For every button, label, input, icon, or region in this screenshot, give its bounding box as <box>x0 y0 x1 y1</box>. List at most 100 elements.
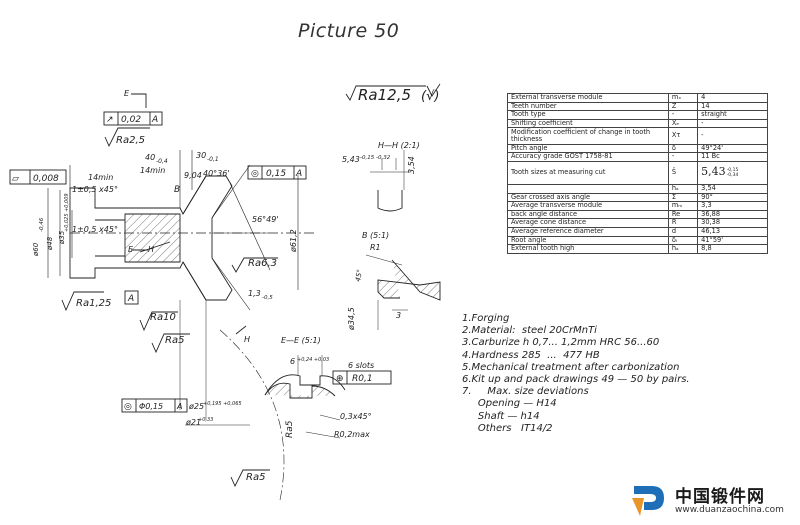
position-icon: ⊕ <box>336 374 344 384</box>
table-cell-symbol: δ <box>667 143 699 154</box>
table-cell-symbol: δᵢ <box>667 235 699 246</box>
table-cell-value: 90° <box>697 192 768 203</box>
table-cell-name: External transverse module <box>507 93 669 103</box>
d60-label: ø60 <box>32 242 40 257</box>
flatness-value: 0,008 <box>33 174 59 184</box>
bot-d21: ø21 <box>185 418 201 427</box>
table-cell-symbol: Ŝ <box>667 161 699 186</box>
hh-dim-5-43-tol: -0,15 -0,32 <box>360 155 391 161</box>
ee-dim-6: 6 <box>290 357 295 366</box>
table-cell-value: 8,8 <box>697 244 768 254</box>
section-e-label: E <box>124 89 130 98</box>
bot-frame-datum: A <box>176 402 182 411</box>
table-cell-symbol: hₐ <box>667 184 699 194</box>
frame-runout-datum: A <box>151 115 158 125</box>
chamfer-1: 1±0,5 x45° <box>72 185 118 194</box>
runout-right-value: 0,15 <box>266 169 286 179</box>
ee-dim-6-tol: +0,24 +0,03 <box>297 357 329 363</box>
runout-right-datum: A <box>295 169 302 179</box>
section-hh-label: H—H (2:1) <box>378 141 420 150</box>
main-section-view <box>47 150 315 311</box>
table-cell-name: Shifting coefficient <box>507 118 669 129</box>
table-cell-name: Modification coefficient of change in to… <box>507 127 669 145</box>
tooth-tol-lower: -0,34 <box>726 173 739 179</box>
ee-ra5: Ra5 <box>285 420 295 438</box>
note-line: 1.Forging <box>462 313 510 324</box>
dim-9-04: 9,04 <box>184 171 202 180</box>
logo-url: www.duanzaochina.com <box>675 505 784 515</box>
table-cell-name: Root angle <box>507 235 669 246</box>
label-h-bottom: H <box>244 335 250 344</box>
d48-label: ø48 <box>46 236 54 251</box>
label-h-left: H <box>148 245 154 254</box>
table-cell-symbol: Xτ <box>667 127 699 145</box>
frame-flatness <box>9 169 67 185</box>
ra-10-label: Ra10 <box>150 312 176 323</box>
section-b <box>365 254 441 330</box>
table-row: Modification coefficient of change in to… <box>507 127 768 145</box>
table-row: Tooth type-straight <box>507 110 768 120</box>
table-cell-symbol: Σ <box>667 192 699 203</box>
d35-tol: +0,025 +0,009 <box>64 193 70 232</box>
tooth-size-tol: -0,15-0,34 <box>727 168 739 178</box>
note-line: 7. Max. size deviations <box>462 386 589 398</box>
ee-pos-value: R0,1 <box>352 374 373 384</box>
d35-label: ø35 <box>58 230 66 245</box>
b-3: 3 <box>396 311 401 320</box>
dim-40-tol: -0,4 <box>156 158 168 165</box>
table-cell-value: - <box>697 127 768 145</box>
table-cell-name: Tooth sizes at measuring cut <box>507 161 669 186</box>
table-cell-name: Tooth type <box>507 110 669 120</box>
table-row: Accuracy grade GOST 1758-81-11 Bc <box>507 152 768 163</box>
table-cell-symbol: hₐ <box>667 244 699 254</box>
frame-runout-top <box>103 111 163 126</box>
flatness-symbol: ▱ <box>12 174 19 184</box>
section-b-label: B (5:1) <box>362 231 389 240</box>
runout-symbol-bottom: ◎ <box>124 402 132 412</box>
hh-dim-5-43: 5,43 <box>342 155 360 164</box>
table-cell-name: Average transverse module <box>507 201 669 211</box>
ee-ra5-bottom: Ra5 <box>246 472 265 483</box>
section-ee <box>219 329 346 501</box>
table-cell-name: Teeth number <box>507 101 669 112</box>
runout-symbol: ↗ <box>106 115 114 125</box>
ra-5-label: Ra5 <box>165 335 184 346</box>
section-ee-label: E—E (5:1) <box>281 336 321 345</box>
tooth-tol-upper: -0,15 <box>726 168 739 174</box>
frame-bottom <box>121 398 188 413</box>
table-cell-value: 4 <box>697 93 768 103</box>
b-45: 45° <box>354 269 364 283</box>
section-hh <box>370 150 410 212</box>
frame-ee <box>332 370 392 385</box>
site-logo: 中国锻件网 www.duanzaochina.com <box>630 478 800 523</box>
table-cell-name: Average reference diameter <box>507 227 669 237</box>
table-cell-value: 5,43-0,15-0,34 <box>697 161 768 186</box>
bot-frame-value: Φ0,15 <box>139 402 163 411</box>
table-cell-symbol: - <box>667 152 699 163</box>
note-line: 3.Carburize h 0,7... 1,2mm HRC 56...60 <box>462 337 660 349</box>
b-r1: R1 <box>370 243 381 252</box>
ra-2-5-label: Ra2,5 <box>116 135 145 146</box>
dim-30-tol: -0,1 <box>207 156 219 163</box>
ra-1-25-label: Ra1,25 <box>76 298 111 309</box>
note-line: 2.Material: steel 20CrMnTi <box>462 325 597 337</box>
chamfer-2: 1±0,5 x45° <box>72 225 118 234</box>
ra-6-3-label: Ra6,3 <box>248 258 277 269</box>
angle-40-36: 40°36' <box>203 169 230 178</box>
dim-14min-a: 14min <box>88 173 113 182</box>
table-cell-name: Accuracy grade GOST 1758-81 <box>507 152 669 163</box>
table-cell-value: 49°24' <box>697 143 768 154</box>
table-cell-symbol: - <box>667 110 699 120</box>
roughness-main-suffix: (√) <box>421 89 439 104</box>
table-cell-name <box>507 184 669 194</box>
runout-symbol-right: ◎ <box>251 169 259 179</box>
